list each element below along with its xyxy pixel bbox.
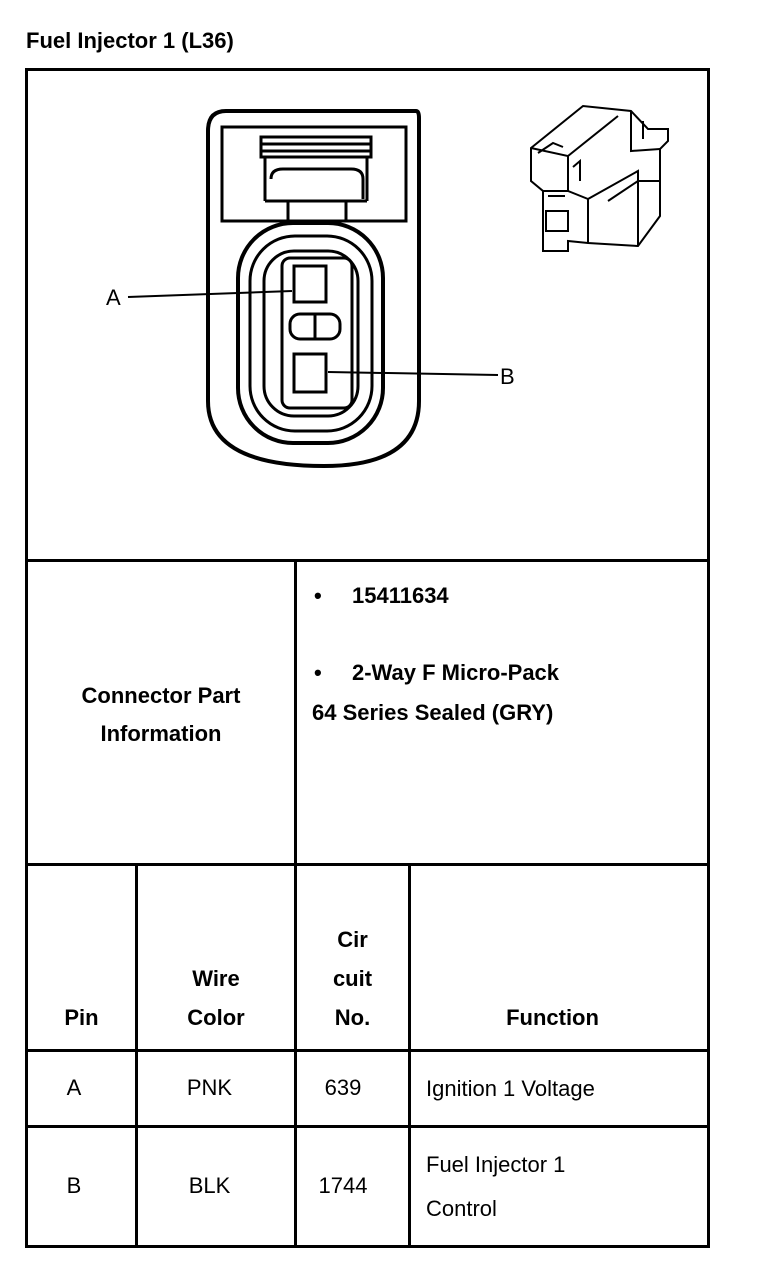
divider [25,559,710,562]
header-cir-text: Cir [337,927,368,952]
divider [25,863,710,866]
table-row-a-pin: A [66,1075,82,1100]
header-function-text: Function [506,1005,599,1030]
bullet-icon: • [314,660,322,685]
table-row-b-function: Fuel Injector 1 Control [426,1143,696,1231]
table-row-a-circuit: 639 [324,1075,362,1100]
connector-description-line2: 64 Series Sealed (GRY) [312,700,554,725]
header-pin: Pin [28,998,135,1037]
connector-description-item: • 2-Way F Micro-Pack [314,660,559,686]
connector-face-drawing [127,109,499,469]
header-no-text: No. [334,1005,371,1030]
connector-isometric-drawing [530,104,669,252]
table-row-a-function: Ignition 1 Voltage [426,1067,696,1111]
divider [294,562,297,1248]
divider [25,1125,710,1128]
divider [135,866,138,1248]
bullet-icon: • [314,583,322,608]
header-circuit-no: Cir cuit No. [297,920,408,1037]
header-cuit-text: cuit [332,966,373,991]
table-row-b-wire-color: BLK [188,1173,231,1198]
connector-part-label-line2: Information [100,720,222,746]
function-text: Ignition 1 Voltage [426,1076,595,1101]
connector-diagram: A B [28,71,707,559]
header-pin-text: Pin [64,1005,99,1030]
connector-part-info-label: Connector Part Information [28,565,294,864]
part-number-item: • 15411634 [314,583,449,609]
table-row-b-circuit: 1744 [318,1173,368,1198]
divider [408,866,411,1248]
header-color-text: Color [187,1005,245,1030]
pin-b-label: B [500,364,515,389]
page-title: Fuel Injector 1 (L36) [26,28,234,53]
part-number: 15411634 [352,583,449,608]
header-wire-color: Wire Color [138,959,294,1037]
function-text-line2: Control [426,1196,497,1221]
divider [25,1049,710,1052]
table-row-b-pin: B [66,1173,82,1198]
pin-a-label: A [106,285,121,310]
connector-description-line1: 2-Way F Micro-Pack [352,660,560,685]
header-wire-text: Wire [192,966,240,991]
table-row-a-wire-color: PNK [186,1075,233,1100]
function-text-line1: Fuel Injector 1 [426,1152,566,1177]
header-function: Function [411,998,694,1037]
connector-part-label-line1: Connector Part [81,682,241,708]
connector-table-frame [25,68,710,1248]
